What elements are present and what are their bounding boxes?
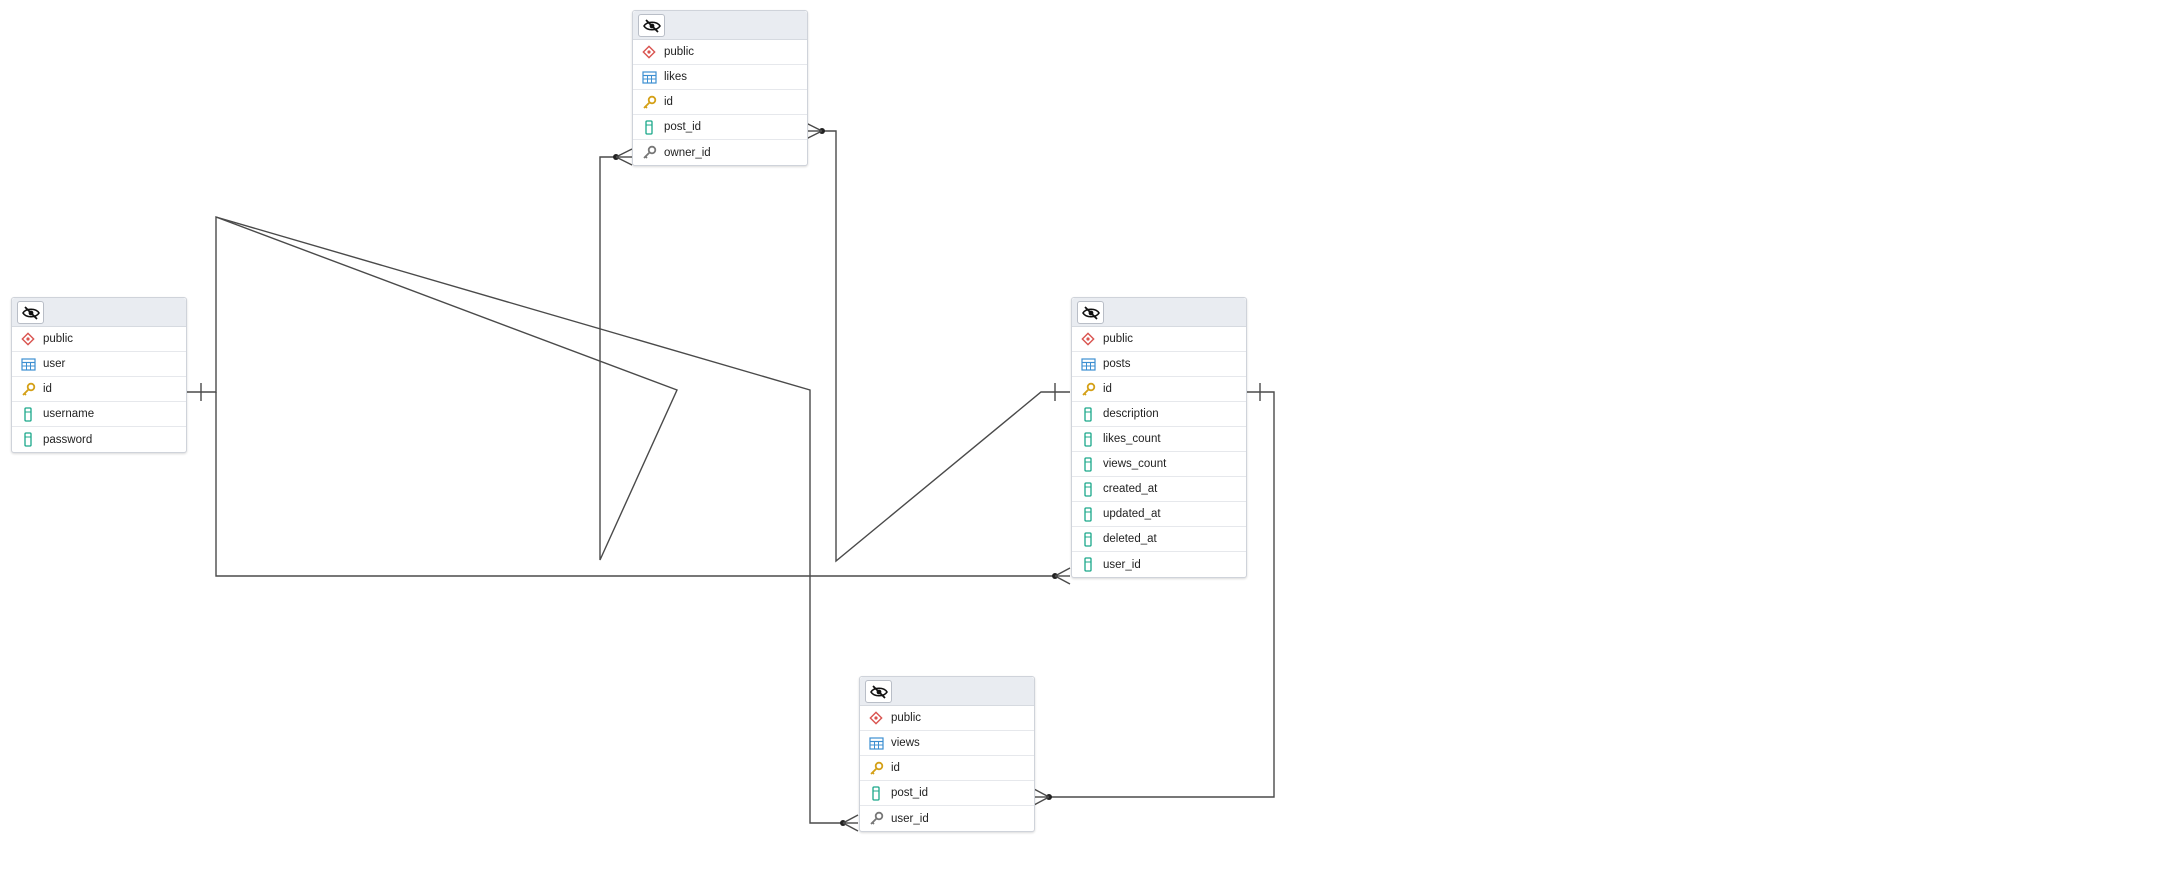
table-name-row[interactable]: likes xyxy=(633,65,807,90)
column-row-username[interactable]: username xyxy=(12,402,186,427)
column-row-created_at[interactable]: created_at xyxy=(1072,477,1246,502)
column-icon xyxy=(1080,481,1096,497)
column-name: user_id xyxy=(1103,558,1141,571)
column-icon xyxy=(20,406,36,422)
schema-icon xyxy=(641,44,657,60)
hide-table-button[interactable] xyxy=(865,680,892,703)
schema-name: public xyxy=(1103,333,1134,345)
link-user-views[interactable] xyxy=(215,216,859,832)
column-name: updated_at xyxy=(1103,508,1161,520)
column-icon xyxy=(1080,506,1096,522)
column-row-updated_at[interactable]: updated_at xyxy=(1072,502,1246,527)
column-row-post_id[interactable]: post_id xyxy=(860,781,1034,806)
link-user-likes[interactable] xyxy=(186,148,678,561)
column-row-user_id[interactable]: user_id xyxy=(860,806,1034,831)
table-icon xyxy=(641,69,657,85)
column-icon xyxy=(868,785,884,801)
column-name: deleted_at xyxy=(1103,533,1157,545)
schema-row[interactable]: public xyxy=(633,40,807,65)
table-name-row[interactable]: views xyxy=(860,731,1034,756)
column-name: id xyxy=(1103,383,1112,395)
table-name: views xyxy=(891,737,920,749)
column-row-id[interactable]: id xyxy=(1072,377,1246,402)
schema-icon xyxy=(1080,331,1096,347)
primary-key-icon xyxy=(1080,381,1096,397)
primary-key-icon xyxy=(20,381,36,397)
eye-slash-icon xyxy=(1081,305,1100,320)
column-row-owner_id[interactable]: owner_id xyxy=(633,140,807,165)
column-row-id[interactable]: id xyxy=(12,377,186,402)
column-row-post_id[interactable]: post_id xyxy=(633,115,807,140)
schema-name: public xyxy=(664,46,695,58)
primary-key-icon xyxy=(868,760,884,776)
foreign-key-icon xyxy=(641,145,657,161)
table-node-views[interactable]: public views id post_id user_id xyxy=(859,676,1035,832)
table-name-row[interactable]: user xyxy=(12,352,186,377)
eye-slash-icon xyxy=(21,305,40,320)
schema-row[interactable]: public xyxy=(1072,327,1246,352)
column-name: username xyxy=(43,408,95,420)
table-icon xyxy=(1080,356,1096,372)
schema-icon xyxy=(868,710,884,726)
foreign-key-icon xyxy=(868,811,884,827)
column-row-views_count[interactable]: views_count xyxy=(1072,452,1246,477)
column-icon xyxy=(20,432,36,448)
table-header xyxy=(633,11,807,40)
column-row-user_id[interactable]: user_id xyxy=(1072,552,1246,577)
column-icon xyxy=(1080,406,1096,422)
column-row-deleted_at[interactable]: deleted_at xyxy=(1072,527,1246,552)
column-name: password xyxy=(43,433,93,446)
column-name: likes_count xyxy=(1103,433,1161,445)
column-name: post_id xyxy=(664,121,702,133)
link-posts-likes[interactable] xyxy=(805,122,1070,563)
table-header xyxy=(1072,298,1246,327)
column-name: id xyxy=(664,96,673,108)
column-name: created_at xyxy=(1103,483,1158,495)
column-name: post_id xyxy=(891,787,929,799)
hide-table-button[interactable] xyxy=(638,14,665,37)
column-name: user_id xyxy=(891,812,929,825)
column-icon xyxy=(1080,557,1096,573)
column-name: id xyxy=(43,383,52,395)
schema-row[interactable]: public xyxy=(12,327,186,352)
schema-name: public xyxy=(43,333,74,345)
primary-key-icon xyxy=(641,94,657,110)
column-name: description xyxy=(1103,408,1159,420)
link-user-posts[interactable] xyxy=(215,392,1071,585)
column-icon xyxy=(1080,431,1096,447)
column-icon xyxy=(641,119,657,135)
table-name: posts xyxy=(1103,358,1131,370)
schema-icon xyxy=(20,331,36,347)
column-row-id[interactable]: id xyxy=(860,756,1034,781)
table-name-row[interactable]: posts xyxy=(1072,352,1246,377)
table-node-posts[interactable]: public posts id description likes_count xyxy=(1071,297,1247,578)
column-name: views_count xyxy=(1103,458,1167,470)
hide-table-button[interactable] xyxy=(17,301,44,324)
column-name: id xyxy=(891,762,900,774)
schema-row[interactable]: public xyxy=(860,706,1034,731)
schema-name: public xyxy=(891,712,922,724)
table-node-likes[interactable]: public likes id post_id owner_id xyxy=(632,10,808,166)
table-node-user[interactable]: public user id username password xyxy=(11,297,187,453)
column-name: owner_id xyxy=(664,146,711,159)
column-row-id[interactable]: id xyxy=(633,90,807,115)
hide-table-button[interactable] xyxy=(1077,301,1104,324)
table-icon xyxy=(20,356,36,372)
column-row-likes_count[interactable]: likes_count xyxy=(1072,427,1246,452)
column-icon xyxy=(1080,456,1096,472)
column-icon xyxy=(1080,531,1096,547)
column-row-password[interactable]: password xyxy=(12,427,186,452)
table-name: likes xyxy=(664,71,688,83)
eye-slash-icon xyxy=(869,684,888,699)
table-name: user xyxy=(43,358,66,370)
column-row-description[interactable]: description xyxy=(1072,402,1246,427)
eye-slash-icon xyxy=(642,18,661,33)
table-icon xyxy=(868,735,884,751)
table-header xyxy=(860,677,1034,706)
table-header xyxy=(12,298,186,327)
